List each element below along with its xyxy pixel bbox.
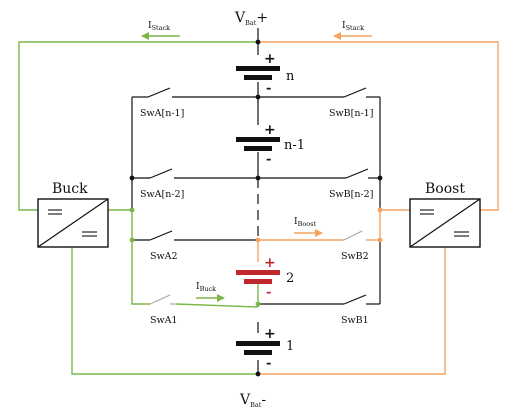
vbat-minus-label: VBat- — [239, 392, 266, 409]
swa2-label: SwA2 — [150, 251, 178, 262]
boost-current-path — [257, 41, 499, 375]
swa-n1-label: SwA[n-1] — [140, 108, 184, 119]
swb-n1-label: SwB[n-1] — [329, 108, 373, 119]
istack-left-label: IStack — [148, 21, 170, 32]
cell-2-plus: + — [264, 255, 276, 271]
ibuck-label: IBuck — [196, 282, 216, 293]
cell-n-1-label: n-1 — [284, 138, 305, 153]
istack-right-label: IStack — [342, 21, 364, 32]
cell-2-minus: - — [266, 285, 271, 300]
iboost-label: IBoost — [294, 217, 317, 228]
swa-n2-label: SwA[n-2] — [140, 189, 184, 200]
buck-current-path — [18, 41, 259, 375]
cell-n-1-symbol: + - — [236, 122, 280, 167]
junction-dots — [129, 39, 383, 377]
cell-1-symbol: + - — [236, 326, 280, 371]
cell-n-label: n — [286, 69, 295, 84]
cell-1-plus: + — [264, 326, 276, 342]
cell-1-label: 1 — [286, 339, 294, 354]
vbat-plus-label: VBat+ — [234, 10, 268, 27]
cell-n-symbol: + - — [236, 51, 280, 96]
cell-1-minus: - — [266, 356, 271, 371]
buck-converter — [37, 198, 109, 248]
cell-n-1-minus: - — [266, 152, 271, 167]
boost-label: Boost — [425, 181, 465, 197]
swb1-label: SwB1 — [341, 315, 369, 326]
cell-n-plus: + — [264, 51, 276, 67]
buck-label: Buck — [52, 181, 88, 197]
cell-2-symbol: + - — [236, 255, 280, 300]
switch-swa1-open — [149, 294, 176, 305]
swb-n2-label: SwB[n-2] — [329, 189, 373, 200]
boost-converter — [409, 198, 481, 248]
swb2-label: SwB2 — [341, 251, 369, 262]
cell-2-label: 2 — [286, 271, 294, 286]
cell-n-1-plus: + — [264, 122, 276, 138]
switch-swb2-open — [343, 230, 363, 241]
swa1-label: SwA1 — [150, 315, 178, 326]
cell-n-minus: - — [266, 81, 271, 96]
